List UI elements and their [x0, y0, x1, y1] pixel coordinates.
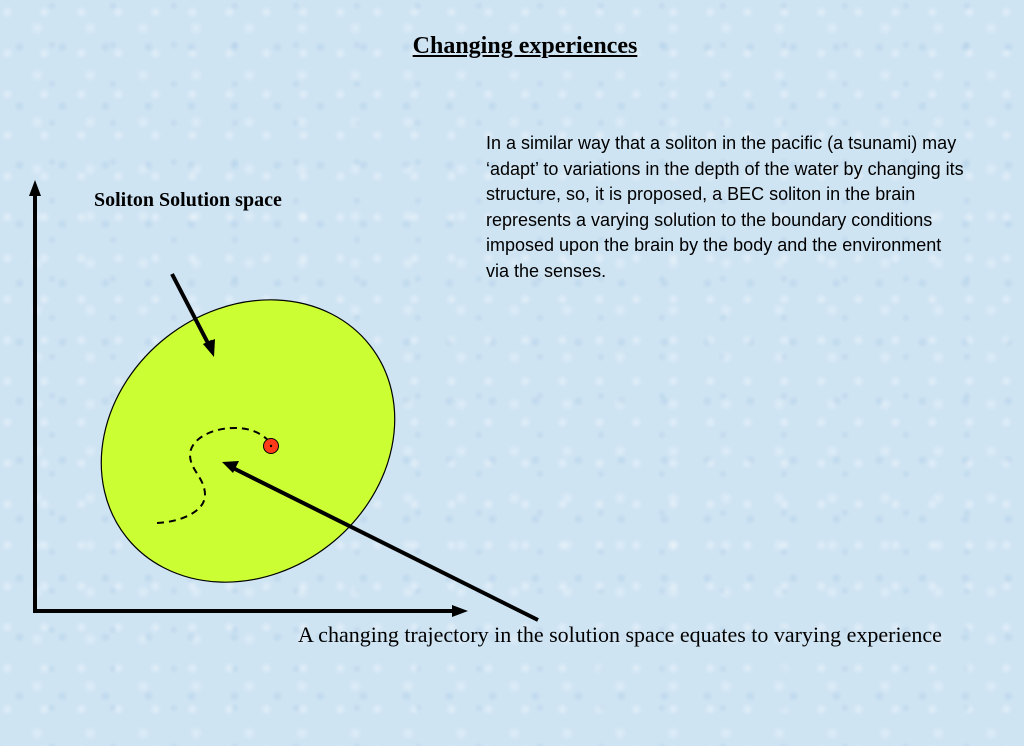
soliton-point-center [269, 444, 273, 448]
y-axis-arrowhead [29, 180, 41, 196]
caption-pointer-arrow [230, 465, 539, 622]
trajectory-path [156, 426, 271, 524]
axes [29, 180, 468, 617]
caption-pointer-arrowhead [222, 461, 239, 473]
slide-title: Changing experiences [412, 33, 638, 59]
caption-text: A changing trajectory in the solution sp… [298, 622, 942, 647]
solution-space-label: Soliton Solution space [94, 189, 282, 211]
body-text: In a similar way that a soliton in the p… [486, 133, 964, 281]
label-pointer-arrow [170, 273, 213, 351]
label-pointer-arrowhead [203, 339, 215, 357]
x-axis-arrowhead [452, 605, 468, 617]
solution-space-ellipse [100, 299, 396, 583]
